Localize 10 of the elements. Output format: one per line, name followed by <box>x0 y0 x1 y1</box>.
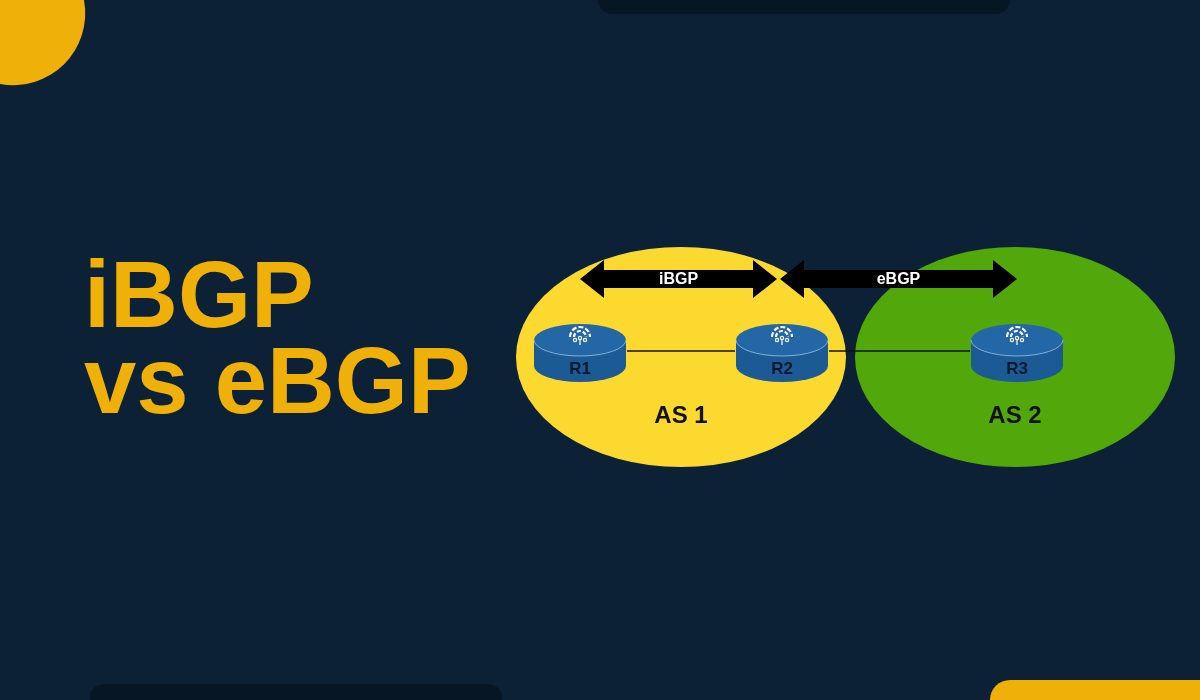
router-label: R2 <box>771 358 793 380</box>
connection-line <box>828 350 971 352</box>
as-label: AS 2 <box>988 400 1042 430</box>
session-label: eBGP <box>875 270 922 288</box>
title: iBGP vs eBGP <box>84 252 471 424</box>
session-label: iBGP <box>657 270 700 288</box>
connection-line <box>626 350 736 352</box>
router-label: R1 <box>569 358 591 380</box>
as-label: AS 1 <box>654 400 708 430</box>
router-label: R3 <box>1006 358 1028 380</box>
